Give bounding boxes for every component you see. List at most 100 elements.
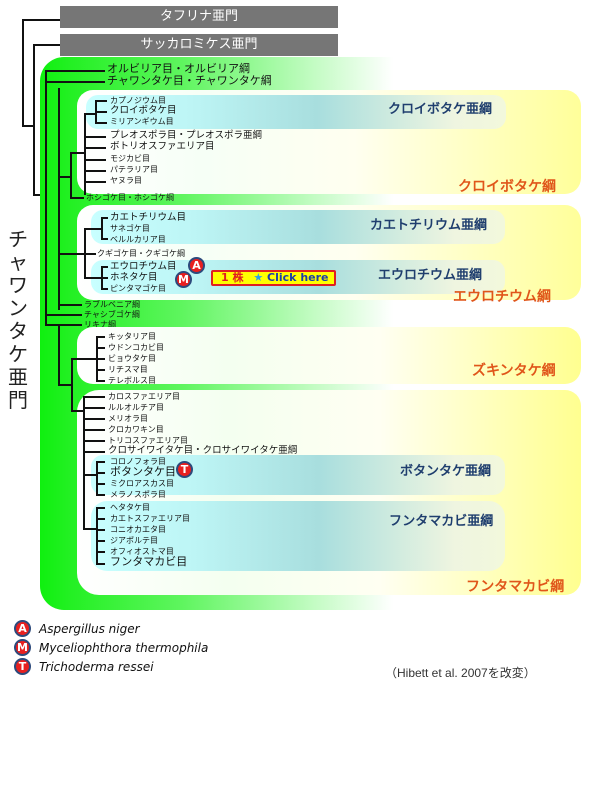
sordariomycetidae-panel (91, 501, 505, 571)
tree-line (96, 540, 105, 542)
tree-line (71, 410, 84, 412)
taxon-class: チャシブゴケ綱 (84, 310, 140, 319)
tree-line (84, 113, 96, 115)
tree-line (45, 70, 47, 195)
tree-line (84, 136, 106, 138)
tree-line (95, 100, 107, 102)
outgroup-taphrinomycotina: タフリナ亜門 (60, 6, 338, 28)
tree-line (96, 358, 105, 360)
tree-line (70, 152, 72, 198)
tree-line (96, 461, 98, 495)
tree-line (45, 324, 82, 326)
tree-line (96, 507, 98, 564)
tree-line (83, 474, 97, 476)
tree-line (101, 238, 108, 240)
taxon-order: ジアポルテ目 (110, 536, 158, 545)
tree-line (83, 407, 105, 409)
taxon-pezizales: チャワンタケ目・チャワンタケ綱 (107, 74, 272, 87)
chaetothyriomycetidae-panel (91, 210, 505, 244)
tree-line (58, 253, 85, 255)
tree-line (45, 195, 47, 325)
legend-species-name: Aspergillus niger (39, 621, 140, 636)
taxon-order: プレオスポラ目・プレオスポラ亜綱 (110, 130, 263, 141)
tree-line (45, 314, 82, 316)
badge-myceliophthora: M (175, 271, 192, 288)
citation: （Hibett et al. 2007を改変） (385, 666, 536, 680)
taxon-order-hypocreales: ボタンタケ目 (110, 465, 176, 478)
tree-line (101, 288, 108, 290)
legend-item-aspergillus: A Aspergillus niger (14, 620, 140, 638)
taxon-order: モジカビ目 (110, 154, 150, 163)
tree-line (22, 19, 24, 126)
taxon-order: ピンタマゴケ目 (110, 284, 166, 293)
taxon-order: ルルオルチア目 (108, 403, 164, 412)
tree-line (101, 217, 108, 219)
taxon-order: ウドンコカビ目 (108, 343, 164, 352)
tree-line (96, 472, 105, 474)
taxon-order: ヘタタケ目 (110, 503, 150, 512)
tree-line (70, 197, 84, 199)
strain-count: 1 株 (221, 271, 244, 284)
class-label: エウロチウム綱 (453, 289, 551, 305)
tree-line (96, 461, 105, 463)
tree-line (84, 228, 102, 230)
tree-line (22, 125, 34, 127)
dothideomycetes-subclass-panel (86, 95, 506, 129)
tree-line (83, 528, 97, 530)
taxon-order: パテラリア目 (110, 165, 158, 174)
taxon-order: クロイボタケ目 (110, 105, 177, 116)
tree-line (84, 181, 106, 183)
taxon-class: クギゴケ目・クギゴケ綱 (97, 249, 185, 258)
tree-line (45, 70, 105, 72)
legend-species-name: Myceliophthora thermophila (39, 640, 209, 655)
tree-line (33, 44, 35, 195)
tree-line (84, 253, 96, 255)
tree-line (96, 336, 105, 338)
tree-line (84, 170, 106, 172)
leotiomycetes-panel (77, 327, 581, 384)
outgroup-saccharomycotina: サッカロミケス亜門 (60, 34, 338, 56)
tree-line (84, 228, 86, 277)
badge-t-icon: T (14, 658, 31, 675)
tree-line (96, 369, 105, 371)
subclass-label: エウロチウム亜綱 (378, 268, 483, 283)
star-icon: ★ (253, 271, 264, 284)
badge-m-icon: M (14, 639, 31, 656)
click-here-button[interactable]: 1 株 ★ Click here (211, 270, 336, 286)
tree-line (84, 147, 106, 149)
badge-trichoderma: T (176, 461, 193, 478)
taxon-order: コロノフォラ目 (110, 457, 166, 466)
tree-line (84, 113, 86, 195)
tree-line (84, 159, 106, 161)
tree-line (96, 494, 105, 496)
tree-line (22, 19, 60, 21)
tree-line (95, 122, 107, 124)
tree-line (83, 396, 85, 529)
taxon-order: ボトリオスファエリア目 (110, 141, 215, 152)
taxon-order: テレボルス目 (108, 376, 156, 385)
tree-line (96, 518, 105, 520)
taxon-order: クロカワキン目 (108, 425, 164, 434)
tree-line (83, 440, 105, 442)
tree-line (101, 277, 108, 279)
subclass-label: フンタマカビ亜綱 (389, 514, 494, 529)
taxon-orbiliales: オルビリア目・オルビリア綱 (107, 62, 250, 75)
taxon-class: リキナ綱 (84, 320, 116, 329)
taxon-order: リチスマ目 (108, 365, 148, 374)
taxon-order: ホネタケ目 (110, 272, 158, 283)
taxon-order: カエトチリウム目 (110, 212, 187, 223)
tree-line (58, 176, 71, 178)
taxon-order-sordariales: フンタマカビ目 (110, 555, 188, 568)
subclass-label: ボタンタケ亜綱 (400, 464, 492, 479)
tree-line (96, 483, 105, 485)
taxon-order: オフィオストマ目 (110, 547, 174, 556)
badge-a-icon: A (14, 620, 31, 637)
tree-line (96, 347, 105, 349)
tree-line (58, 384, 72, 386)
tree-line (95, 111, 107, 113)
taxon-order: カプノジウム目 (110, 96, 166, 105)
tree-line (58, 324, 60, 385)
taxon-order: カロスファエリア目 (108, 392, 180, 401)
tree-line (101, 266, 108, 268)
